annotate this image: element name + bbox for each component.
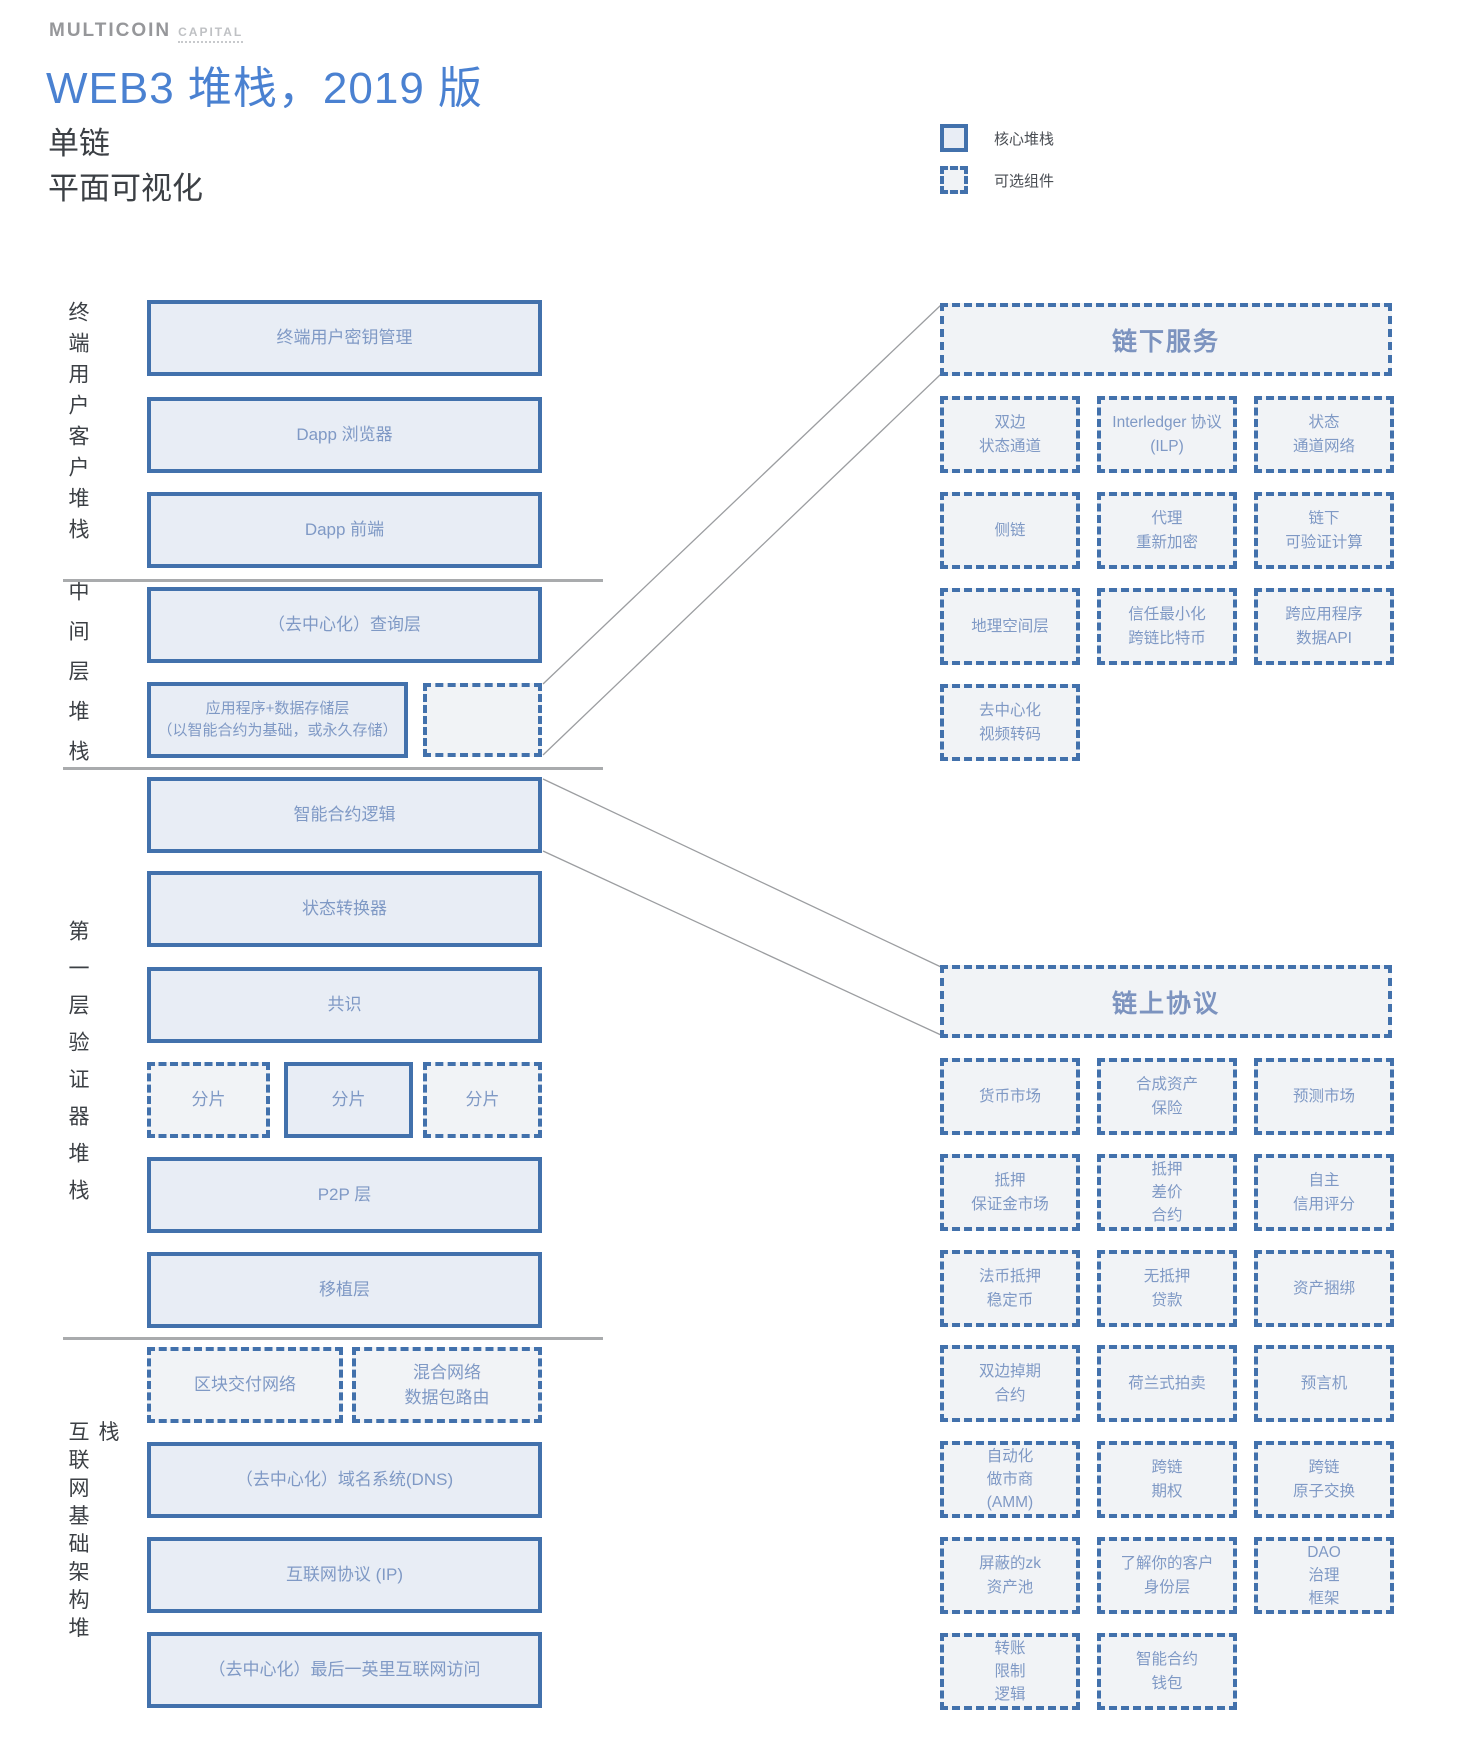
legend: 核心堆栈 可选组件	[940, 124, 1054, 208]
on-chain-cell: 自主 信用评分	[1254, 1154, 1394, 1231]
legend-row-core: 核心堆栈	[940, 124, 1054, 152]
legend-optional-label: 可选组件	[994, 172, 1055, 190]
on-chain-cell: 屏蔽的zk 资产池	[940, 1537, 1080, 1614]
left-stack-box: 分片	[147, 1062, 270, 1138]
on-chain-cell: 合成资产 保险	[1097, 1058, 1237, 1135]
left-stack-box: Dapp 前端	[147, 492, 542, 568]
on-chain-cell: 了解你的客户 身份层	[1097, 1537, 1237, 1614]
left-stack-box: （去中心化）最后一英里互联网访问	[147, 1632, 542, 1708]
left-stack-box: 终端用户密钥管理	[147, 300, 542, 376]
off-chain-cell: 地理空间层	[940, 588, 1080, 665]
left-stack-box: 应用程序+数据存储层 （以智能合约为基础，或永久存储）	[147, 682, 408, 758]
on-chain-cell: 资产捆绑	[1254, 1250, 1394, 1327]
off-chain-cell: 代理 重新加密	[1097, 492, 1237, 569]
left-stack-box: 混合网络 数据包路由	[352, 1347, 542, 1423]
section-label: 第一层验证器堆栈	[66, 920, 89, 1216]
left-stack-box: 区块交付网络	[147, 1347, 343, 1423]
on-chain-cell: 无抵押 贷款	[1097, 1250, 1237, 1327]
left-stack-box: （去中心化）域名系统(DNS)	[147, 1442, 542, 1518]
off-chain-cell: 去中心化 视频转码	[940, 684, 1080, 761]
optional-component-swatch	[940, 166, 968, 194]
left-stack-box: Dapp 浏览器	[147, 397, 542, 473]
on-chain-cell: 法币抵押 稳定币	[940, 1250, 1080, 1327]
off-chain-cell: Interledger 协议 (ILP)	[1097, 396, 1237, 473]
legend-core-label: 核心堆栈	[994, 130, 1055, 148]
left-stack-box: 智能合约逻辑	[147, 777, 542, 853]
logo-secondary-text: CAPITAL	[178, 25, 244, 43]
on-chain-cell: 智能合约 钱包	[1097, 1633, 1237, 1710]
section-divider	[63, 767, 603, 770]
on-chain-cell: 预测市场	[1254, 1058, 1394, 1135]
off-chain-cell: 双边 状态通道	[940, 396, 1080, 473]
on-chain-cell: DAO 治理 框架	[1254, 1537, 1394, 1614]
off-chain-cell: 链下 可验证计算	[1254, 492, 1394, 569]
off-chain-cell: 侧链	[940, 492, 1080, 569]
section-label: 中间层堆栈	[66, 580, 89, 780]
off-chain-cell: 状态 通道网络	[1254, 396, 1394, 473]
on-chain-cell: 货币市场	[940, 1058, 1080, 1135]
off-chain-cell: 跨应用程序 数据API	[1254, 588, 1394, 665]
page-subtitle: 单链 平面可视化	[48, 122, 203, 212]
subtitle-line-1: 单链	[48, 126, 110, 161]
on-chain-protocols-header: 链上协议	[940, 965, 1392, 1038]
subtitle-line-2: 平面可视化	[48, 170, 203, 206]
on-chain-cell: 转账 限制 逻辑	[940, 1633, 1080, 1710]
page-title: WEB3 堆栈，2019 版	[46, 64, 484, 113]
left-stack-box: 状态转换器	[147, 871, 542, 947]
left-stack-box: 互联网协议 (IP)	[147, 1537, 542, 1613]
on-chain-cell: 抵押 保证金市场	[940, 1154, 1080, 1231]
off-chain-services-header: 链下服务	[940, 303, 1392, 376]
on-chain-cell: 抵押 差价 合约	[1097, 1154, 1237, 1231]
left-stack-box: P2P 层	[147, 1157, 542, 1233]
section-divider	[63, 1337, 603, 1340]
on-chain-cell: 跨链 原子交换	[1254, 1441, 1394, 1518]
on-chain-cell: 预言机	[1254, 1345, 1394, 1422]
left-stack-box	[423, 683, 542, 757]
left-stack-box: 共识	[147, 967, 542, 1043]
left-stack-box: 移植层	[147, 1252, 542, 1328]
on-chain-cell: 自动化 做市商 (AMM)	[940, 1441, 1080, 1518]
off-chain-cell: 信任最小化 跨链比特币	[1097, 588, 1237, 665]
on-chain-cell: 双边掉期 合约	[940, 1345, 1080, 1422]
core-stack-swatch	[940, 124, 968, 152]
left-stack-box: （去中心化）查询层	[147, 587, 542, 663]
left-stack-box: 分片	[284, 1062, 413, 1138]
section-divider	[63, 579, 603, 582]
multicoin-logo: MULTICOIN CAPITAL	[49, 20, 244, 43]
on-chain-cell: 跨链 期权	[1097, 1441, 1237, 1518]
legend-row-optional: 可选组件	[940, 166, 1054, 194]
on-chain-cell: 荷兰式拍卖	[1097, 1345, 1237, 1422]
section-label: 终端用户客户堆栈	[66, 301, 89, 549]
left-stack-box: 分片	[423, 1062, 542, 1138]
section-label: 互联网基础架构堆栈	[66, 1420, 119, 1645]
logo-primary-text: MULTICOIN	[49, 20, 172, 41]
